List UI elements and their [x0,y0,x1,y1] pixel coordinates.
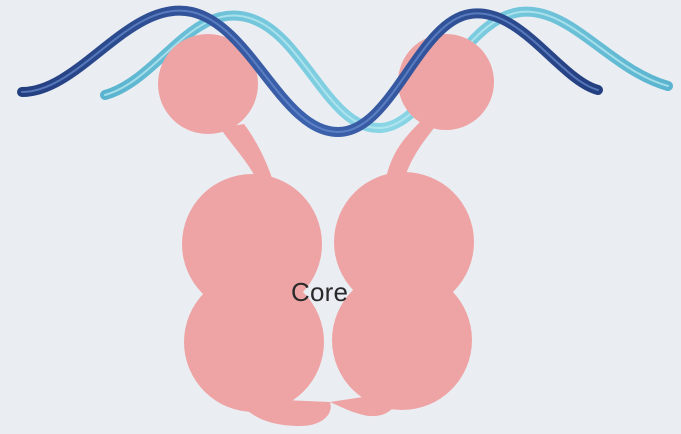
right-core-lower-lobe [332,270,472,410]
core-label: Core [291,279,348,305]
left-linker [220,124,272,178]
left-base [236,398,331,426]
right-linker [386,122,434,180]
right-dna-binding-domain [398,34,494,130]
